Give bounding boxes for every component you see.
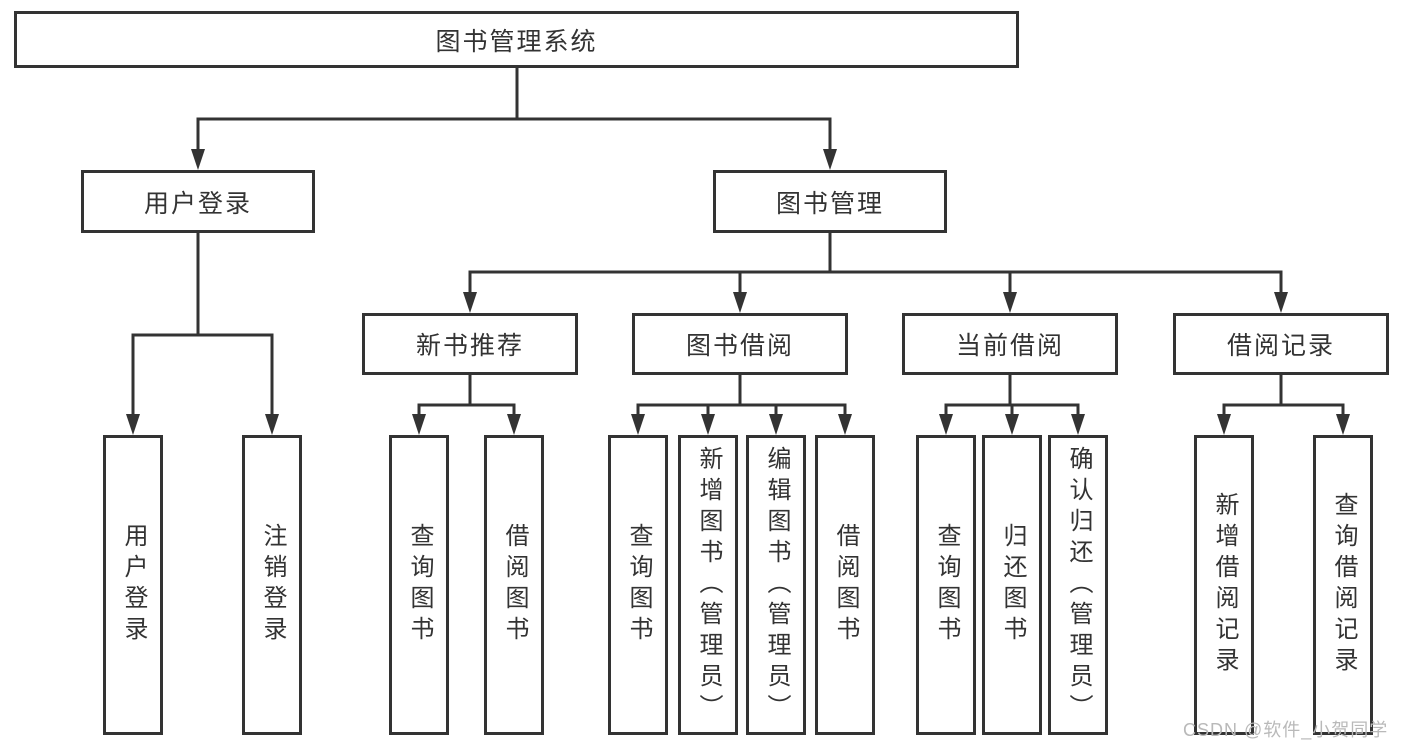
leaf-borrow-books-2: 借阅图书 bbox=[815, 435, 875, 735]
arrow-icon bbox=[126, 414, 140, 435]
arrow-icon bbox=[1336, 414, 1350, 435]
connector-user-login-branch bbox=[131, 233, 274, 421]
arrow-icon bbox=[507, 414, 521, 435]
arrow-icon bbox=[631, 414, 645, 435]
node-borrowing-records: 借阅记录 bbox=[1173, 313, 1389, 375]
csdn-watermark: CSDN @软件_小贺同学 bbox=[1183, 720, 1389, 740]
arrow-icon bbox=[412, 414, 426, 435]
node-current-borrowing: 当前借阅 bbox=[902, 313, 1118, 375]
arrowheads bbox=[126, 149, 1350, 435]
leaf-borrow-books-1: 借阅图书 bbox=[484, 435, 544, 735]
connector-root-drops bbox=[196, 119, 832, 156]
arrow-icon bbox=[769, 414, 783, 435]
leaf-add-borrow-record: 新增借阅记录 bbox=[1194, 435, 1254, 735]
leaf-label: 用户登录 bbox=[120, 523, 147, 647]
leaf-label: 查询图书 bbox=[933, 523, 960, 647]
arrow-icon bbox=[463, 292, 477, 313]
leaf-return-book: 归还图书 bbox=[982, 435, 1042, 735]
arrow-icon bbox=[1217, 414, 1231, 435]
leaf-user-login: 用户登录 bbox=[103, 435, 163, 735]
arrow-icon bbox=[1005, 414, 1019, 435]
leaf-label: 归还图书 bbox=[999, 523, 1026, 647]
leaf-label: 查询借阅记录 bbox=[1330, 492, 1357, 678]
leaf-query-books-2: 查询图书 bbox=[608, 435, 668, 735]
arrow-icon bbox=[838, 414, 852, 435]
arrow-icon bbox=[939, 414, 953, 435]
leaf-query-books-3: 查询图书 bbox=[916, 435, 976, 735]
node-user-login: 用户登录 bbox=[81, 170, 315, 233]
arrow-icon bbox=[733, 292, 747, 313]
leaf-label: 借阅图书 bbox=[501, 523, 528, 647]
connector-borrow-record-branch bbox=[1222, 375, 1345, 421]
leaf-confirm-return-admin: 确认归还（管理员） bbox=[1048, 435, 1108, 735]
node-root: 图书管理系统 bbox=[14, 11, 1019, 68]
node-book-management: 图书管理 bbox=[713, 170, 947, 233]
leaf-label: 注销登录 bbox=[259, 523, 286, 647]
leaf-edit-book-admin: 编辑图书（管理员） bbox=[746, 435, 806, 735]
leaf-query-books-1: 查询图书 bbox=[389, 435, 449, 735]
leaf-label: 查询图书 bbox=[406, 523, 433, 647]
arrow-icon bbox=[1003, 292, 1017, 313]
arrow-icon bbox=[823, 149, 837, 170]
leaf-logout: 注销登录 bbox=[242, 435, 302, 735]
connector-current-borrow-branch bbox=[944, 375, 1080, 421]
connector-new-book-branch bbox=[417, 375, 516, 421]
node-new-book-recommendation: 新书推荐 bbox=[362, 313, 578, 375]
connector-book-borrow-branch bbox=[636, 375, 847, 421]
leaf-add-book-admin: 新增图书（管理员） bbox=[678, 435, 738, 735]
leaf-label: 确认归还（管理员） bbox=[1065, 445, 1092, 725]
leaf-label: 新增图书（管理员） bbox=[695, 445, 722, 725]
arrow-icon bbox=[191, 149, 205, 170]
leaf-label: 查询图书 bbox=[625, 523, 652, 647]
arrow-icon bbox=[1274, 292, 1288, 313]
leaf-label: 编辑图书（管理员） bbox=[763, 445, 790, 725]
node-book-borrowing: 图书借阅 bbox=[632, 313, 848, 375]
leaf-label: 新增借阅记录 bbox=[1211, 492, 1238, 678]
leaf-label: 借阅图书 bbox=[832, 523, 859, 647]
leaf-query-borrow-record: 查询借阅记录 bbox=[1313, 435, 1373, 735]
connector-book-management-branch bbox=[468, 233, 1283, 299]
arrow-icon bbox=[701, 414, 715, 435]
arrow-icon bbox=[265, 414, 279, 435]
arrow-icon bbox=[1071, 414, 1085, 435]
